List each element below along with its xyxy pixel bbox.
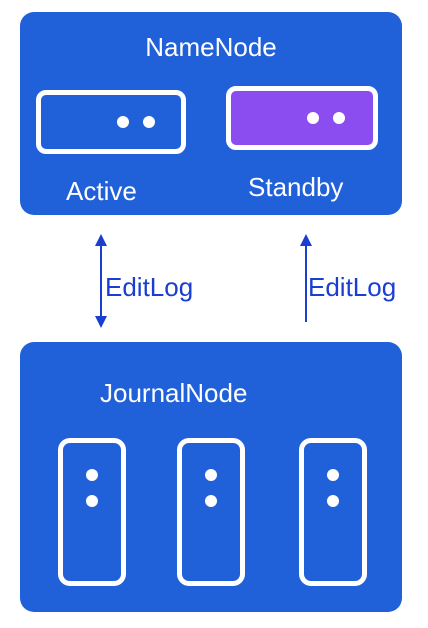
active-label: Active <box>66 176 137 206</box>
dot <box>86 495 98 507</box>
journal-node-3 <box>299 438 367 586</box>
dot <box>143 116 155 128</box>
journal-node-1 <box>58 438 126 586</box>
dot <box>327 495 339 507</box>
dot <box>327 469 339 481</box>
dot <box>205 469 217 481</box>
standby-node-box <box>226 86 378 150</box>
journalnode-title: JournalNode <box>100 378 248 408</box>
namenode-title: NameNode <box>145 32 277 62</box>
dot <box>307 112 319 124</box>
active-node-box <box>36 90 186 154</box>
editlog-right-label: EditLog <box>308 272 397 302</box>
namenode-panel: NameNode Active Standby <box>20 12 402 215</box>
editlog-left-label: EditLog <box>105 272 194 302</box>
journal-node-2 <box>177 438 245 586</box>
journalnode-panel: JournalNode <box>20 342 402 612</box>
standby-label: Standby <box>248 172 344 202</box>
dot <box>86 469 98 481</box>
dot <box>205 495 217 507</box>
standby-node-dots <box>307 112 345 124</box>
dot <box>333 112 345 124</box>
dot <box>117 116 129 128</box>
journal-node-dots <box>86 469 98 507</box>
active-node-dots <box>117 116 155 128</box>
journal-node-dots <box>327 469 339 507</box>
journal-node-dots <box>205 469 217 507</box>
